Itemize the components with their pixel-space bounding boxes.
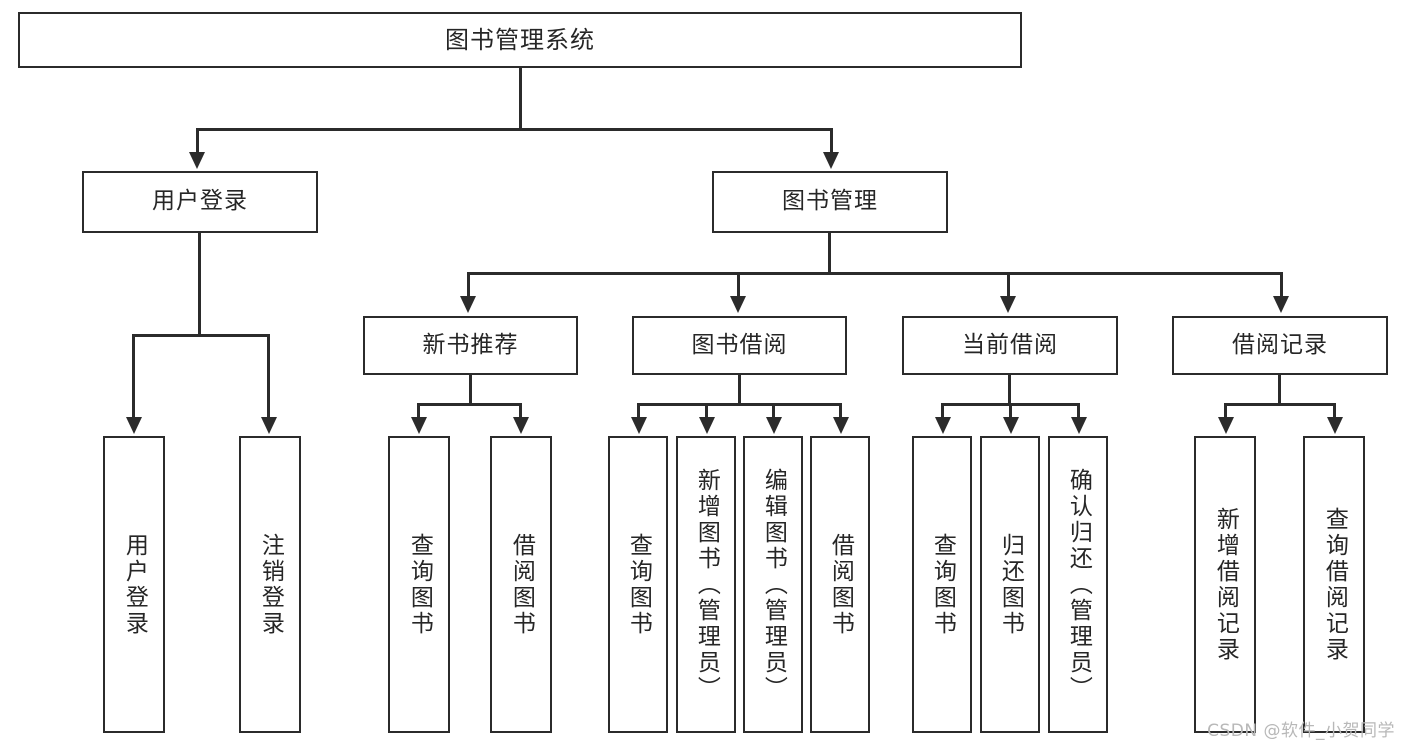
leaf-query-book-recommend[interactable]: 查询图书 — [388, 436, 450, 733]
leaf-borrow-book-label: 借阅图书 — [827, 532, 854, 637]
node-current-borrow[interactable]: 当前借阅 — [902, 316, 1118, 375]
arrow-down-icon — [1003, 417, 1019, 434]
edge-book-borrow-drop-1 — [637, 403, 640, 419]
edge-to-book-borrow — [737, 272, 740, 298]
edge-current-borrow-stem — [1008, 375, 1011, 405]
edge-root-to-user-login — [196, 128, 199, 154]
leaf-query-book-current-label: 查询图书 — [929, 532, 956, 637]
leaf-edit-book-admin[interactable]: 编辑图书（管理员） — [743, 436, 803, 733]
edge-book-mgmt-stem — [828, 233, 831, 275]
leaf-query-borrow-record[interactable]: 查询借阅记录 — [1303, 436, 1365, 733]
watermark: CSDN @软件_小贺同学 — [1207, 721, 1395, 741]
edge-borrow-record-bus — [1224, 403, 1336, 406]
edge-root-bus — [196, 128, 833, 131]
leaf-query-book-current[interactable]: 查询图书 — [912, 436, 972, 733]
node-borrow-record[interactable]: 借阅记录 — [1172, 316, 1388, 375]
arrow-down-icon — [1327, 417, 1343, 434]
arrow-down-icon — [1218, 417, 1234, 434]
arrow-down-icon — [1273, 296, 1289, 313]
node-root-label: 图书管理系统 — [445, 25, 595, 54]
leaf-logout[interactable]: 注销登录 — [239, 436, 301, 733]
edge-user-login-bus — [132, 334, 270, 337]
arrow-down-icon — [1000, 296, 1016, 313]
edge-to-current-borrow — [1007, 272, 1010, 298]
leaf-borrow-book[interactable]: 借阅图书 — [810, 436, 870, 733]
edge-root-stem — [519, 68, 522, 130]
edge-borrow-record-stem — [1278, 375, 1281, 405]
arrow-down-icon — [730, 296, 746, 313]
arrow-down-icon — [513, 417, 529, 434]
node-book-management-label: 图书管理 — [782, 188, 878, 215]
arrow-down-icon — [631, 417, 647, 434]
edge-borrow-record-drop-2 — [1333, 403, 1336, 419]
leaf-borrow-book-recommend[interactable]: 借阅图书 — [490, 436, 552, 733]
edge-user-login-drop-2 — [267, 334, 270, 419]
edge-user-login-drop-1 — [132, 334, 135, 419]
edge-to-new-book — [467, 272, 470, 298]
leaf-return-book-label: 归还图书 — [997, 532, 1024, 637]
edge-root-to-book-mgmt — [830, 128, 833, 154]
edge-user-login-stem — [198, 233, 201, 337]
edge-current-borrow-drop-3 — [1077, 403, 1080, 419]
arrow-down-icon — [261, 417, 277, 434]
edge-book-borrow-drop-2 — [705, 403, 708, 419]
edge-new-book-drop-1 — [417, 403, 420, 419]
edge-book-borrow-stem — [738, 375, 741, 405]
node-new-book-recommend[interactable]: 新书推荐 — [363, 316, 578, 375]
node-root[interactable]: 图书管理系统 — [18, 12, 1022, 68]
leaf-add-borrow-record-label: 新增借阅记录 — [1212, 506, 1239, 663]
edge-book-mgmt-bus — [467, 272, 1283, 275]
leaf-query-book-borrow-label: 查询图书 — [625, 532, 652, 637]
node-book-borrow-label: 图书借阅 — [691, 331, 788, 358]
leaf-confirm-return-admin-label: 确认归还（管理员） — [1065, 467, 1092, 702]
edge-book-borrow-bus — [637, 403, 842, 406]
edge-to-borrow-record — [1280, 272, 1283, 298]
edge-current-borrow-drop-2 — [1009, 403, 1012, 419]
edge-new-book-stem — [469, 375, 472, 405]
arrow-down-icon — [460, 296, 476, 313]
arrow-down-icon — [126, 417, 142, 434]
arrow-down-icon — [1071, 417, 1087, 434]
node-book-management[interactable]: 图书管理 — [712, 171, 948, 233]
edge-new-book-bus — [417, 403, 522, 406]
leaf-borrow-book-recommend-label: 借阅图书 — [508, 532, 535, 637]
node-borrow-record-label: 借阅记录 — [1232, 331, 1328, 358]
leaf-user-login-label: 用户登录 — [121, 532, 148, 637]
leaf-add-book-admin-label: 新增图书（管理员） — [693, 467, 720, 702]
node-current-borrow-label: 当前借阅 — [962, 331, 1058, 358]
leaf-add-borrow-record[interactable]: 新增借阅记录 — [1194, 436, 1256, 733]
leaf-user-login[interactable]: 用户登录 — [103, 436, 165, 733]
edge-book-borrow-drop-3 — [772, 403, 775, 419]
arrow-down-icon — [935, 417, 951, 434]
leaf-query-borrow-record-label: 查询借阅记录 — [1321, 506, 1348, 663]
arrow-down-icon — [411, 417, 427, 434]
arrow-down-icon — [766, 417, 782, 434]
edge-borrow-record-drop-1 — [1224, 403, 1227, 419]
arrow-down-icon — [833, 417, 849, 434]
node-book-borrow[interactable]: 图书借阅 — [632, 316, 847, 375]
arrow-down-icon — [699, 417, 715, 434]
leaf-logout-label: 注销登录 — [257, 532, 284, 637]
leaf-return-book[interactable]: 归还图书 — [980, 436, 1040, 733]
leaf-add-book-admin[interactable]: 新增图书（管理员） — [676, 436, 736, 733]
leaf-query-book-borrow[interactable]: 查询图书 — [608, 436, 668, 733]
edge-book-borrow-drop-4 — [839, 403, 842, 419]
arrow-down-icon — [823, 152, 839, 169]
node-user-login-label: 用户登录 — [152, 188, 248, 215]
leaf-confirm-return-admin[interactable]: 确认归还（管理员） — [1048, 436, 1108, 733]
leaf-edit-book-admin-label: 编辑图书（管理员） — [760, 467, 787, 702]
node-new-book-recommend-label: 新书推荐 — [422, 331, 519, 358]
leaf-query-book-recommend-label: 查询图书 — [406, 532, 433, 637]
edge-new-book-drop-2 — [519, 403, 522, 419]
arrow-down-icon — [189, 152, 205, 169]
edge-current-borrow-drop-1 — [941, 403, 944, 419]
node-user-login[interactable]: 用户登录 — [82, 171, 318, 233]
